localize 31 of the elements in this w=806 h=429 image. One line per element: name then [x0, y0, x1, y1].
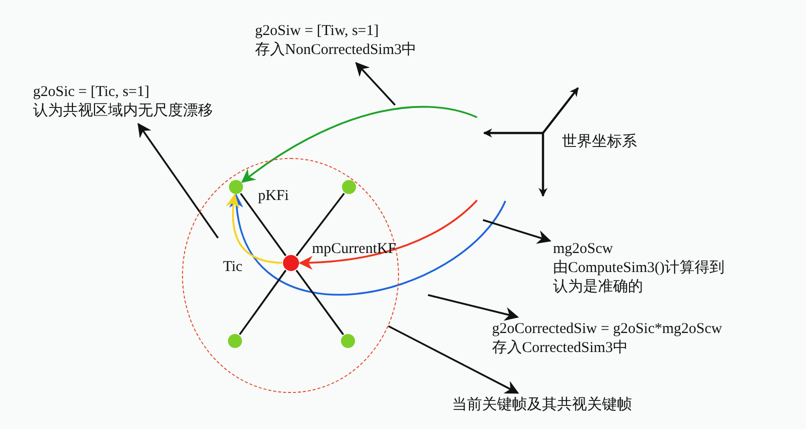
- annotation-text: 认为是准确的: [553, 278, 644, 297]
- annotation-text: 由ComputeSim3()计算得到: [553, 259, 725, 278]
- keyframe-dot: [228, 334, 242, 348]
- connecting-line: [238, 270, 286, 336]
- node-label: mpCurrentKF: [312, 241, 396, 258]
- leader-arrow: [355, 62, 396, 106]
- annotation-text: mg2oScw: [553, 240, 614, 259]
- annotation-text: g2oCorrectedSiw = g2oSic*mg2oScw: [492, 320, 722, 339]
- curved-arrow: [388, 325, 520, 394]
- connecting-line: [240, 192, 286, 256]
- curved-arrow: [298, 200, 478, 270]
- curved-arrow: [241, 106, 478, 183]
- keyframe-dot: [283, 255, 299, 271]
- leader-arrow: [428, 294, 519, 321]
- annotation-text: 存入NonCorrectedSim3中: [255, 41, 417, 60]
- leader-arrow: [482, 219, 552, 244]
- node-label: pKFi: [258, 188, 289, 205]
- annotation-text: g2oSic = [Tic, s=1]: [33, 83, 150, 102]
- keyframe-dot: [341, 334, 355, 348]
- connecting-line: [296, 270, 344, 336]
- annotation-text: 认为共视区域内无尺度漂移: [33, 102, 213, 121]
- curved-arrow: [230, 194, 506, 295]
- node-label: 世界坐标系: [562, 133, 637, 150]
- connecting-line: [296, 192, 345, 256]
- leader-arrow: [138, 122, 219, 239]
- keyframe-dot: [342, 180, 356, 194]
- curved-arrow: [226, 194, 282, 264]
- annotation-text: 当前关键帧及其共视关键帧: [452, 396, 632, 415]
- annotation-text: 存入CorrectedSim3中: [492, 339, 629, 358]
- annotation-text: g2oSiw = [Tiw, s=1]: [255, 22, 380, 41]
- keyframe-dot: [229, 180, 243, 194]
